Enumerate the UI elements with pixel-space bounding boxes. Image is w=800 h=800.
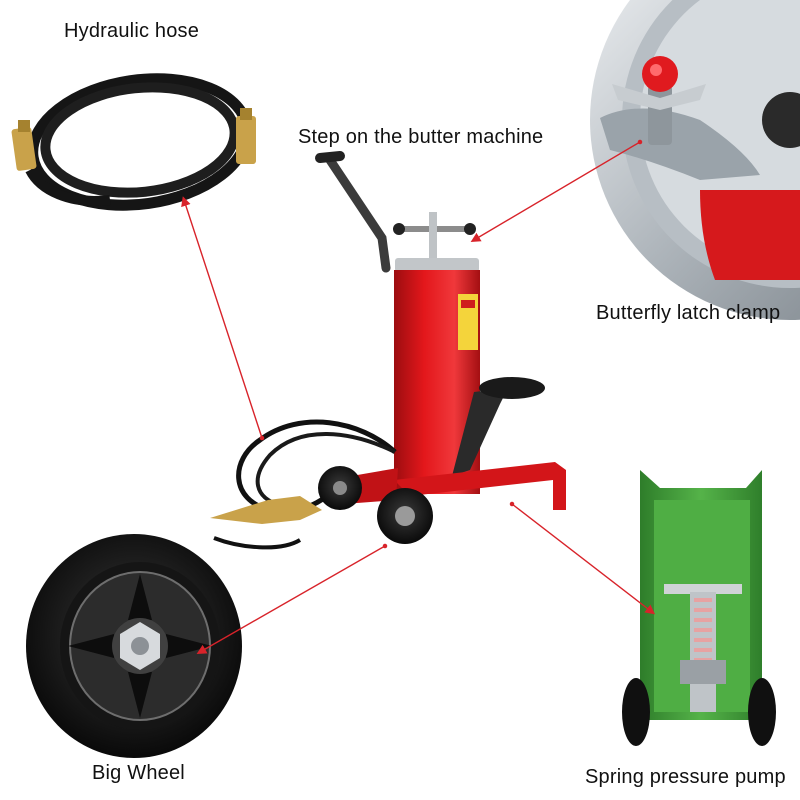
pump-wheel-right [748, 678, 776, 746]
big-wheel-illustration [26, 534, 242, 758]
hose-fitting-right [236, 108, 256, 164]
label-big-wheel: Big Wheel [92, 762, 185, 784]
machine-wheel-rear [318, 466, 362, 510]
hose-fitting-left [11, 120, 37, 171]
arrow-clamp [470, 139, 643, 242]
callout-arrows [181, 139, 656, 654]
label-hydraulic-hose: Hydraulic hose [64, 20, 200, 42]
label-spring-pump: Spring pressure pump [585, 766, 786, 788]
arrow-spring [509, 501, 656, 615]
arrow-hose [181, 196, 265, 441]
hydraulic-hose-illustration [11, 73, 256, 211]
label-step: Step on the butter machine [298, 126, 544, 148]
pump-wheel-left [622, 678, 650, 746]
butter-machine-illustration [210, 151, 566, 550]
spring-pump-illustration [622, 470, 776, 746]
butterfly-clamp-illustration [590, 0, 800, 320]
machine-wheel-front [377, 488, 433, 544]
label-butterfly-clamp: Butterfly latch clamp [596, 302, 781, 324]
arrow-wheel [196, 543, 388, 654]
